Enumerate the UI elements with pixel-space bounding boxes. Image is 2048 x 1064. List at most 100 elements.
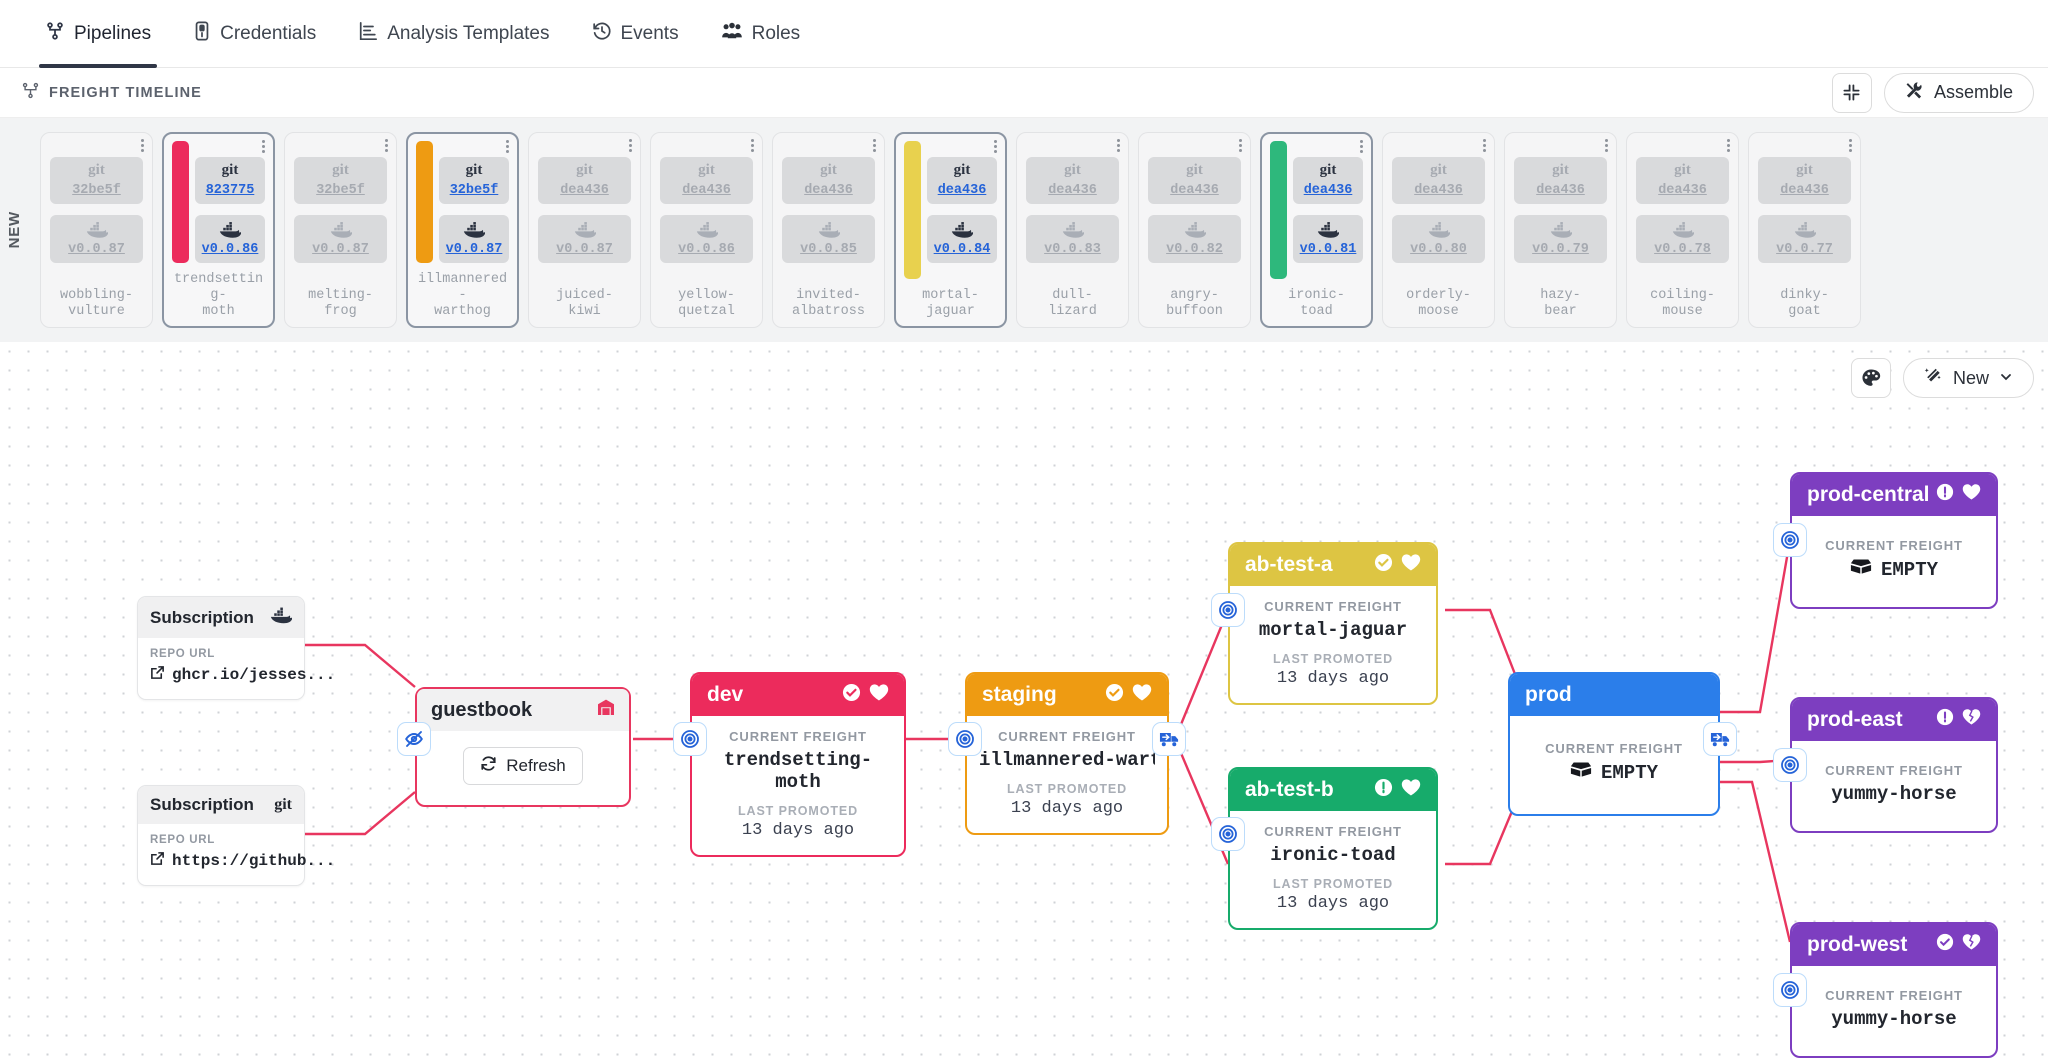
freight-image-chip[interactable]: v0.0.84 — [927, 215, 997, 264]
freight-card-menu-icon[interactable] — [1605, 139, 1609, 153]
stage-node-dev[interactable]: dev CURRENT FREIGHT trendsetting-moth LA… — [690, 672, 906, 857]
stage-node-ab-test-a[interactable]: ab-test-a CURRENT FREIGHT mortal-jaguar … — [1228, 542, 1438, 705]
freight-git-chip[interactable]: git dea436 — [538, 157, 631, 205]
target-icon[interactable] — [1211, 593, 1245, 627]
refresh-button[interactable]: Refresh — [463, 747, 583, 785]
subscription-card-git[interactable]: Subscription git REPO URL https://github… — [137, 785, 335, 886]
tab-analysis-templates[interactable]: Analysis Templates — [337, 0, 570, 68]
freight-card[interactable]: git 32be5f v0.0.87 illmannered-warthog — [406, 132, 519, 328]
freight-image-chip[interactable]: v0.0.87 — [538, 215, 631, 264]
freight-git-chip[interactable]: git dea436 — [1293, 157, 1363, 205]
freight-git-chip[interactable]: git 823775 — [195, 157, 265, 205]
target-icon[interactable] — [948, 722, 982, 756]
freight-image-chip[interactable]: v0.0.85 — [782, 215, 875, 264]
freight-card[interactable]: git dea436 v0.0.86 yellow-quetzal — [650, 132, 763, 328]
freight-image-chip[interactable]: v0.0.87 — [50, 215, 143, 264]
freight-image-chip[interactable]: v0.0.86 — [660, 215, 753, 264]
freight-card[interactable]: git dea436 v0.0.83 dull-lizard — [1016, 132, 1129, 328]
tab-roles[interactable]: Roles — [700, 0, 822, 68]
git-label: git — [1319, 162, 1337, 179]
pipeline-canvas[interactable]: New Subscription — [0, 342, 2048, 1064]
freight-card-menu-icon[interactable] — [629, 139, 633, 153]
freight-card-list[interactable]: git 32be5f v0.0.87 wobbling-vulture git … — [36, 132, 1861, 328]
new-button[interactable]: New — [1902, 358, 2034, 398]
freight-git-chip[interactable]: git dea436 — [1758, 157, 1851, 205]
tab-pipelines[interactable]: Pipelines — [24, 0, 172, 68]
freight-git-chip[interactable]: git 32be5f — [294, 157, 387, 205]
freight-image-chip[interactable]: v0.0.87 — [439, 215, 509, 264]
target-icon[interactable] — [1773, 748, 1807, 782]
freight-image-chip[interactable]: v0.0.83 — [1026, 215, 1119, 264]
repo-url-link[interactable]: https://github... — [150, 851, 335, 871]
stage-node-prod-east[interactable]: prod-east CURRENT FREIGHT yummy-horse — [1790, 697, 1998, 833]
subscription-card-docker[interactable]: Subscription REPO URL ghcr.io/jesses... — [137, 596, 335, 700]
eye-off-icon[interactable] — [397, 722, 431, 756]
warehouse-node-guestbook[interactable]: guestbook Refresh — [415, 687, 631, 807]
stage-node-staging[interactable]: staging CURRENT FREIGHT illmannered-wart… — [965, 672, 1169, 835]
freight-image-chip[interactable]: v0.0.79 — [1514, 215, 1607, 264]
freight-card-menu-icon[interactable] — [1727, 139, 1731, 153]
freight-timeline[interactable]: NEW git 32be5f v0.0.87 wobbling-vulture — [0, 118, 2048, 342]
freight-git-chip[interactable]: git dea436 — [1636, 157, 1729, 205]
freight-card[interactable]: git dea436 v0.0.80 orderly-moose — [1382, 132, 1495, 328]
alert-circle-icon — [1374, 778, 1393, 803]
freight-name: yellow-quetzal — [678, 288, 735, 319]
freight-card[interactable]: git 32be5f v0.0.87 wobbling-vulture — [40, 132, 153, 328]
freight-git-chip[interactable]: git dea436 — [927, 157, 997, 205]
freight-card[interactable]: git dea436 v0.0.84 mortal-jaguar — [894, 132, 1007, 328]
new-label: New — [1952, 367, 1989, 388]
stage-node-prod-west[interactable]: prod-west CURRENT FREIGHT yummy-horse — [1790, 922, 1998, 1058]
target-icon[interactable] — [1773, 973, 1807, 1007]
freight-card-menu-icon[interactable] — [1483, 139, 1487, 153]
freight-card-menu-icon[interactable] — [141, 139, 145, 153]
freight-card[interactable]: git 32be5f v0.0.87 melting-frog — [284, 132, 397, 328]
stage-node-prod-central[interactable]: prod-central CURRENT FREIGHT EMPTY — [1790, 472, 1998, 609]
freight-git-chip[interactable]: git dea436 — [1392, 157, 1485, 205]
freight-card[interactable]: git dea436 v0.0.81 ironic-toad — [1260, 132, 1373, 328]
stage-node-ab-test-b[interactable]: ab-test-b CURRENT FREIGHT ironic-toad LA… — [1228, 767, 1438, 930]
freight-card-menu-icon[interactable] — [262, 140, 266, 154]
freight-image-chip[interactable]: v0.0.77 — [1758, 215, 1851, 264]
freight-card[interactable]: git dea436 v0.0.78 coiling-mouse — [1626, 132, 1739, 328]
promote-truck-icon[interactable] — [1152, 722, 1186, 756]
freight-card-menu-icon[interactable] — [1849, 139, 1853, 153]
freight-card-menu-icon[interactable] — [1239, 139, 1243, 153]
freight-card-menu-icon[interactable] — [1360, 140, 1364, 154]
repo-url-link[interactable]: ghcr.io/jesses... — [150, 665, 335, 685]
freight-card-menu-icon[interactable] — [873, 139, 877, 153]
stage-node-prod[interactable]: prod CURRENT FREIGHT EMPTY — [1508, 672, 1720, 816]
freight-git-chip[interactable]: git dea436 — [660, 157, 753, 205]
freight-image-chip[interactable]: v0.0.80 — [1392, 215, 1485, 264]
freight-card[interactable]: git dea436 v0.0.77 dinky-goat — [1748, 132, 1861, 328]
tab-events[interactable]: Events — [571, 0, 700, 68]
promote-truck-icon[interactable] — [1703, 722, 1737, 756]
freight-card[interactable]: git dea436 v0.0.87 juiced-kiwi — [528, 132, 641, 328]
target-icon[interactable] — [1211, 817, 1245, 851]
freight-image-chip[interactable]: v0.0.86 — [195, 215, 265, 264]
freight-image-chip[interactable]: v0.0.78 — [1636, 215, 1729, 264]
freight-image-chip[interactable]: v0.0.87 — [294, 215, 387, 264]
freight-card[interactable]: git dea436 v0.0.82 angry-buffoon — [1138, 132, 1251, 328]
freight-card-menu-icon[interactable] — [1117, 139, 1121, 153]
freight-git-chip[interactable]: git dea436 — [1026, 157, 1119, 205]
freight-card[interactable]: git 823775 v0.0.86 trendsetting-moth — [162, 132, 275, 328]
freight-card-menu-icon[interactable] — [994, 140, 998, 154]
target-icon[interactable] — [673, 722, 707, 756]
palette-icon[interactable] — [1850, 358, 1891, 398]
freight-card-menu-icon[interactable] — [751, 139, 755, 153]
collapse-icon[interactable] — [1831, 72, 1872, 113]
freight-card-menu-icon[interactable] — [506, 140, 510, 154]
assemble-button[interactable]: Assemble — [1883, 72, 2034, 113]
freight-card-menu-icon[interactable] — [385, 139, 389, 153]
freight-git-chip[interactable]: git 32be5f — [439, 157, 509, 205]
freight-git-chip[interactable]: git dea436 — [1514, 157, 1607, 205]
freight-git-chip[interactable]: git 32be5f — [50, 157, 143, 205]
freight-card[interactable]: git dea436 v0.0.85 invited-albatross — [772, 132, 885, 328]
freight-image-chip[interactable]: v0.0.82 — [1148, 215, 1241, 264]
freight-git-chip[interactable]: git dea436 — [1148, 157, 1241, 205]
freight-git-chip[interactable]: git dea436 — [782, 157, 875, 205]
target-icon[interactable] — [1773, 523, 1807, 557]
tab-credentials[interactable]: Credentials — [172, 0, 337, 68]
freight-card[interactable]: git dea436 v0.0.79 hazy-bear — [1504, 132, 1617, 328]
freight-image-chip[interactable]: v0.0.81 — [1293, 215, 1363, 264]
